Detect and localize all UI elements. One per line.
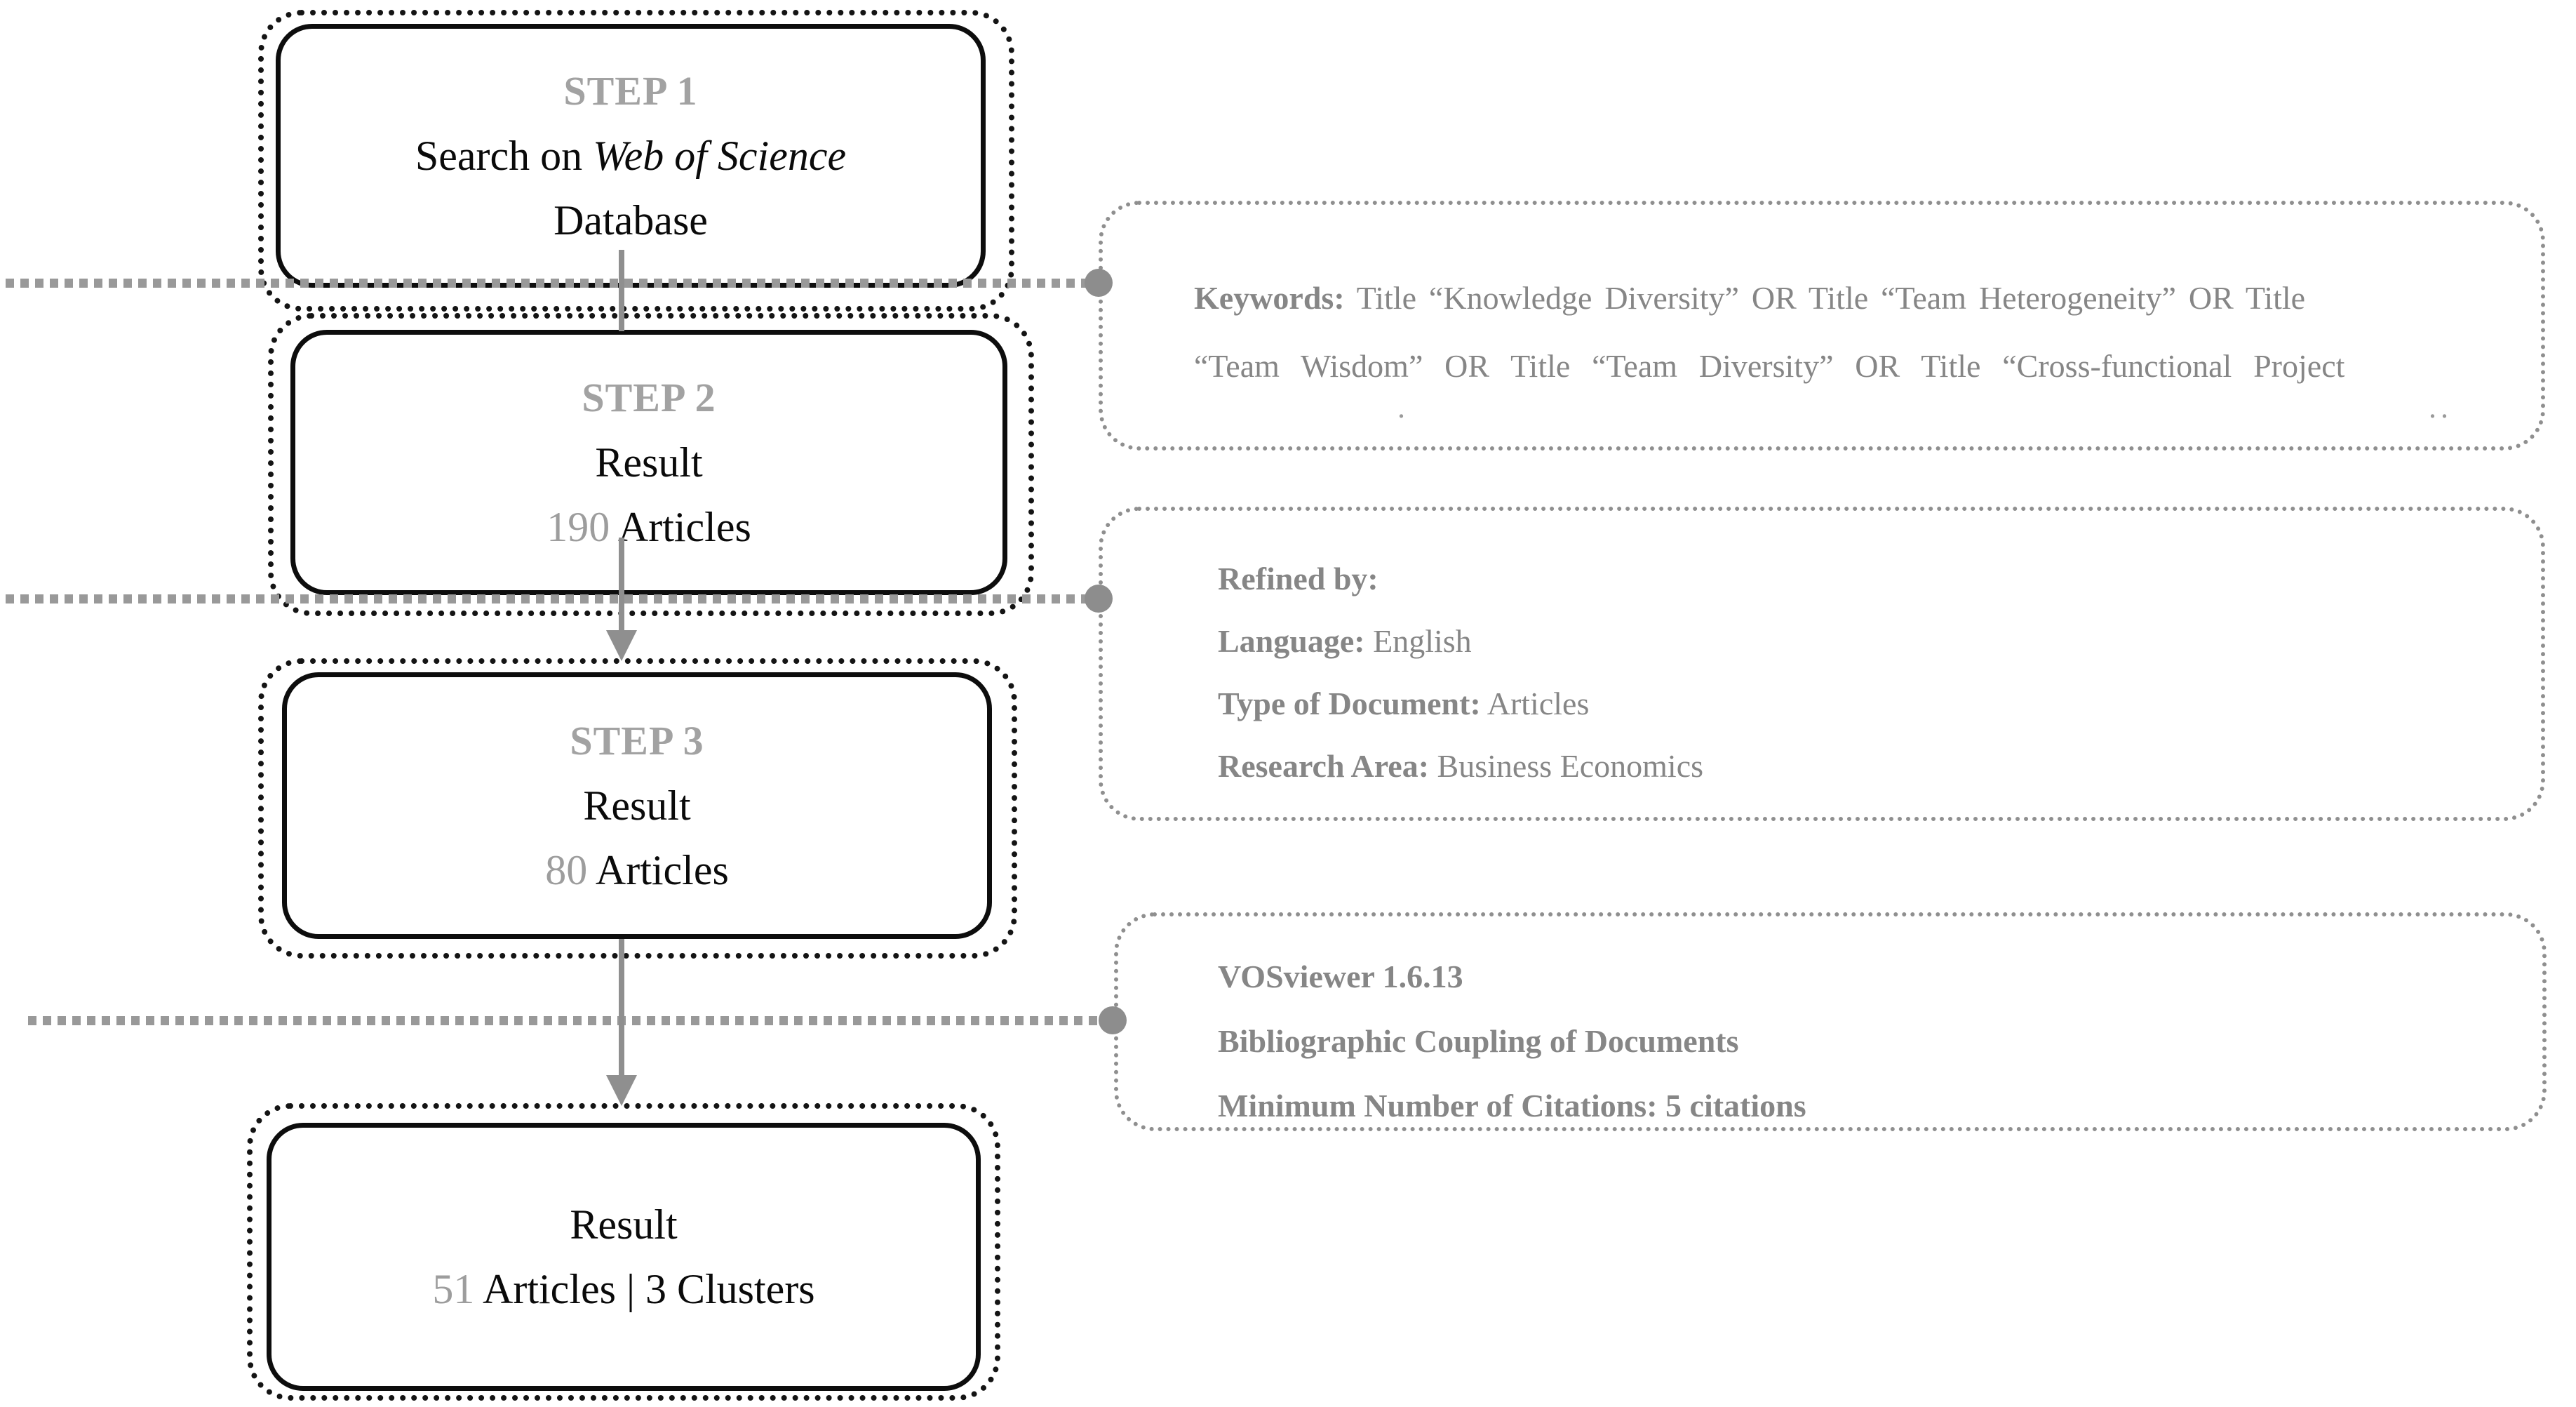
step1-search-prefix: Search on [415,133,593,179]
step3-article-count: 80 [545,847,588,893]
step3-title: STEP 3 [570,718,704,763]
cropped-text-remnant: . [1397,390,1409,425]
refined-language-label: Language: [1218,623,1365,659]
step2-count-suffix: Articles [610,504,751,550]
flow-arrow-step2-step3 [619,538,624,634]
step2-box: STEP 2 Result 190 Articles [290,330,1007,595]
final-count-line: 51 Articles | 3 Clusters [432,1257,814,1321]
connector-line-step3 [28,1016,1111,1025]
step2-title: STEP 2 [582,375,716,420]
step2-result-line: Result [595,439,703,486]
cropped-text-remnant: .. [2429,390,2453,425]
refined-doctype-value: Articles [1480,686,1590,721]
step1-database-name: Web of Science [593,133,847,179]
connector-line-step1 [6,279,1094,288]
final-result-box: Result 51 Articles | 3 Clusters [267,1123,981,1391]
keywords-line2: “Team Wisdom” OR Title “Team Diversity” … [1194,348,2345,384]
flow-arrow-step3-final [619,939,624,1079]
connector-endpoint-dot [1085,585,1113,613]
vosviewer-note: VOSviewer 1.6.13 Bibliographic Coupling … [1114,912,2547,1131]
refined-area-label: Research Area: [1218,748,1430,784]
step1-dotted-outline [258,10,1014,312]
refined-area-line: Research Area: Business Economics [1218,735,2471,797]
step1-database-line: Database [554,197,708,244]
connector-line-step2 [6,594,1094,604]
step3-count-line: 80 Articles [545,838,729,902]
step2-dotted-outline [268,313,1034,616]
arrowhead-icon [606,1075,637,1106]
keywords-label: Keywords: [1194,280,1345,316]
keywords-line1: Keywords: Title “Knowledge Diversity” OR… [1194,264,2471,332]
refined-title: Refined by: [1218,561,1378,596]
refined-language-value: English [1364,623,1472,659]
flow-arrow-step1-step2 [619,250,624,331]
step2-article-count: 190 [546,504,610,550]
refined-language-line: Language: English [1218,610,2471,672]
keywords-line1-text: Title “Knowledge Diversity” OR Title “Te… [1344,280,2306,316]
arrowhead-icon [606,630,637,661]
refined-doctype-line: Type of Document: Articles [1218,672,2471,735]
final-result-line: Result [570,1201,678,1248]
step2-count-line: 190 Articles [546,495,751,559]
connector-endpoint-dot [1099,1006,1127,1034]
refined-area-value: Business Economics [1429,748,1704,784]
final-article-count: 51 [432,1266,475,1312]
vosviewer-coupling-line: Bibliographic Coupling of Documents [1218,1023,1739,1059]
refined-by-note: Refined by: Language: English Type of Do… [1099,507,2545,821]
refined-doctype-label: Type of Document: [1218,686,1481,721]
step3-count-suffix: Articles [587,847,729,893]
keywords-note: Keywords: Title “Knowledge Diversity” OR… [1099,201,2545,451]
connector-endpoint-dot [1085,269,1113,297]
step1-box: STEP 1 Search on Web of Science Database [276,24,986,288]
vosviewer-citations-line: Minimum Number of Citations: 5 citations [1218,1088,1806,1123]
step3-box: STEP 3 Result 80 Articles [282,672,992,939]
vosviewer-version-line: VOSviewer 1.6.13 [1218,959,1463,994]
step3-result-line: Result [583,782,691,829]
step1-search-line: Search on Web of Science [415,124,846,188]
final-dotted-outline [247,1103,1000,1401]
step3-dotted-outline [258,658,1017,959]
final-count-suffix: Articles | 3 Clusters [474,1266,815,1312]
step1-title: STEP 1 [563,68,698,114]
